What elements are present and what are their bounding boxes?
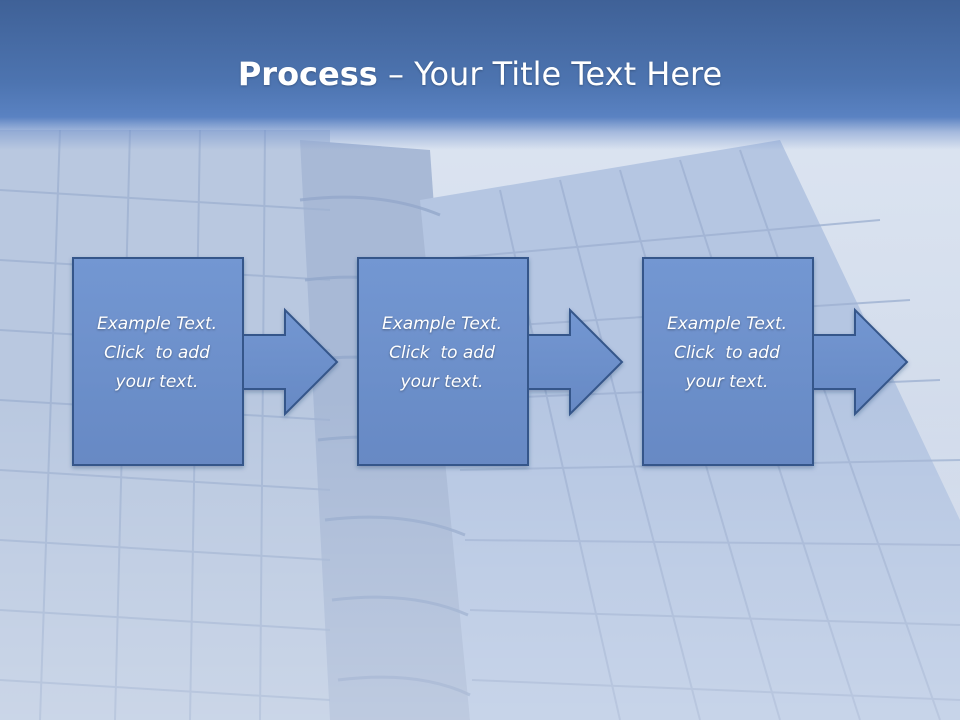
step-1-box bbox=[72, 257, 244, 466]
title-rest-part: – Your Title Text Here bbox=[377, 55, 723, 93]
step-1-shape[interactable] bbox=[72, 257, 339, 466]
step-1-text[interactable]: Example Text. Click to add your text. bbox=[73, 310, 241, 397]
step-2-text[interactable]: Example Text. Click to add your text. bbox=[358, 310, 526, 397]
step-3-line-2: Click to add bbox=[674, 343, 780, 363]
right-arrow-icon bbox=[524, 307, 624, 417]
step-1-line-2: Click to add bbox=[104, 343, 210, 363]
step-3-line-3: your text. bbox=[685, 372, 769, 392]
right-arrow-icon bbox=[239, 307, 339, 417]
step-3-shape[interactable] bbox=[642, 257, 909, 466]
step-1-line-3: your text. bbox=[115, 372, 199, 392]
step-2-line-1: Example Text. bbox=[381, 314, 503, 334]
step-3-text[interactable]: Example Text. Click to add your text. bbox=[643, 310, 811, 397]
step-2-box bbox=[357, 257, 529, 466]
step-2-line-3: your text. bbox=[400, 372, 484, 392]
step-1-line-1: Example Text. bbox=[96, 314, 218, 334]
slide-title[interactable]: Process – Your Title Text Here bbox=[0, 52, 960, 96]
step-3-line-1: Example Text. bbox=[666, 314, 788, 334]
title-bold-part: Process bbox=[237, 55, 378, 93]
step-2-shape[interactable] bbox=[357, 257, 624, 466]
step-2-line-2: Click to add bbox=[389, 343, 495, 363]
right-arrow-icon bbox=[809, 307, 909, 417]
title-band bbox=[0, 0, 960, 150]
step-3-box bbox=[642, 257, 814, 466]
